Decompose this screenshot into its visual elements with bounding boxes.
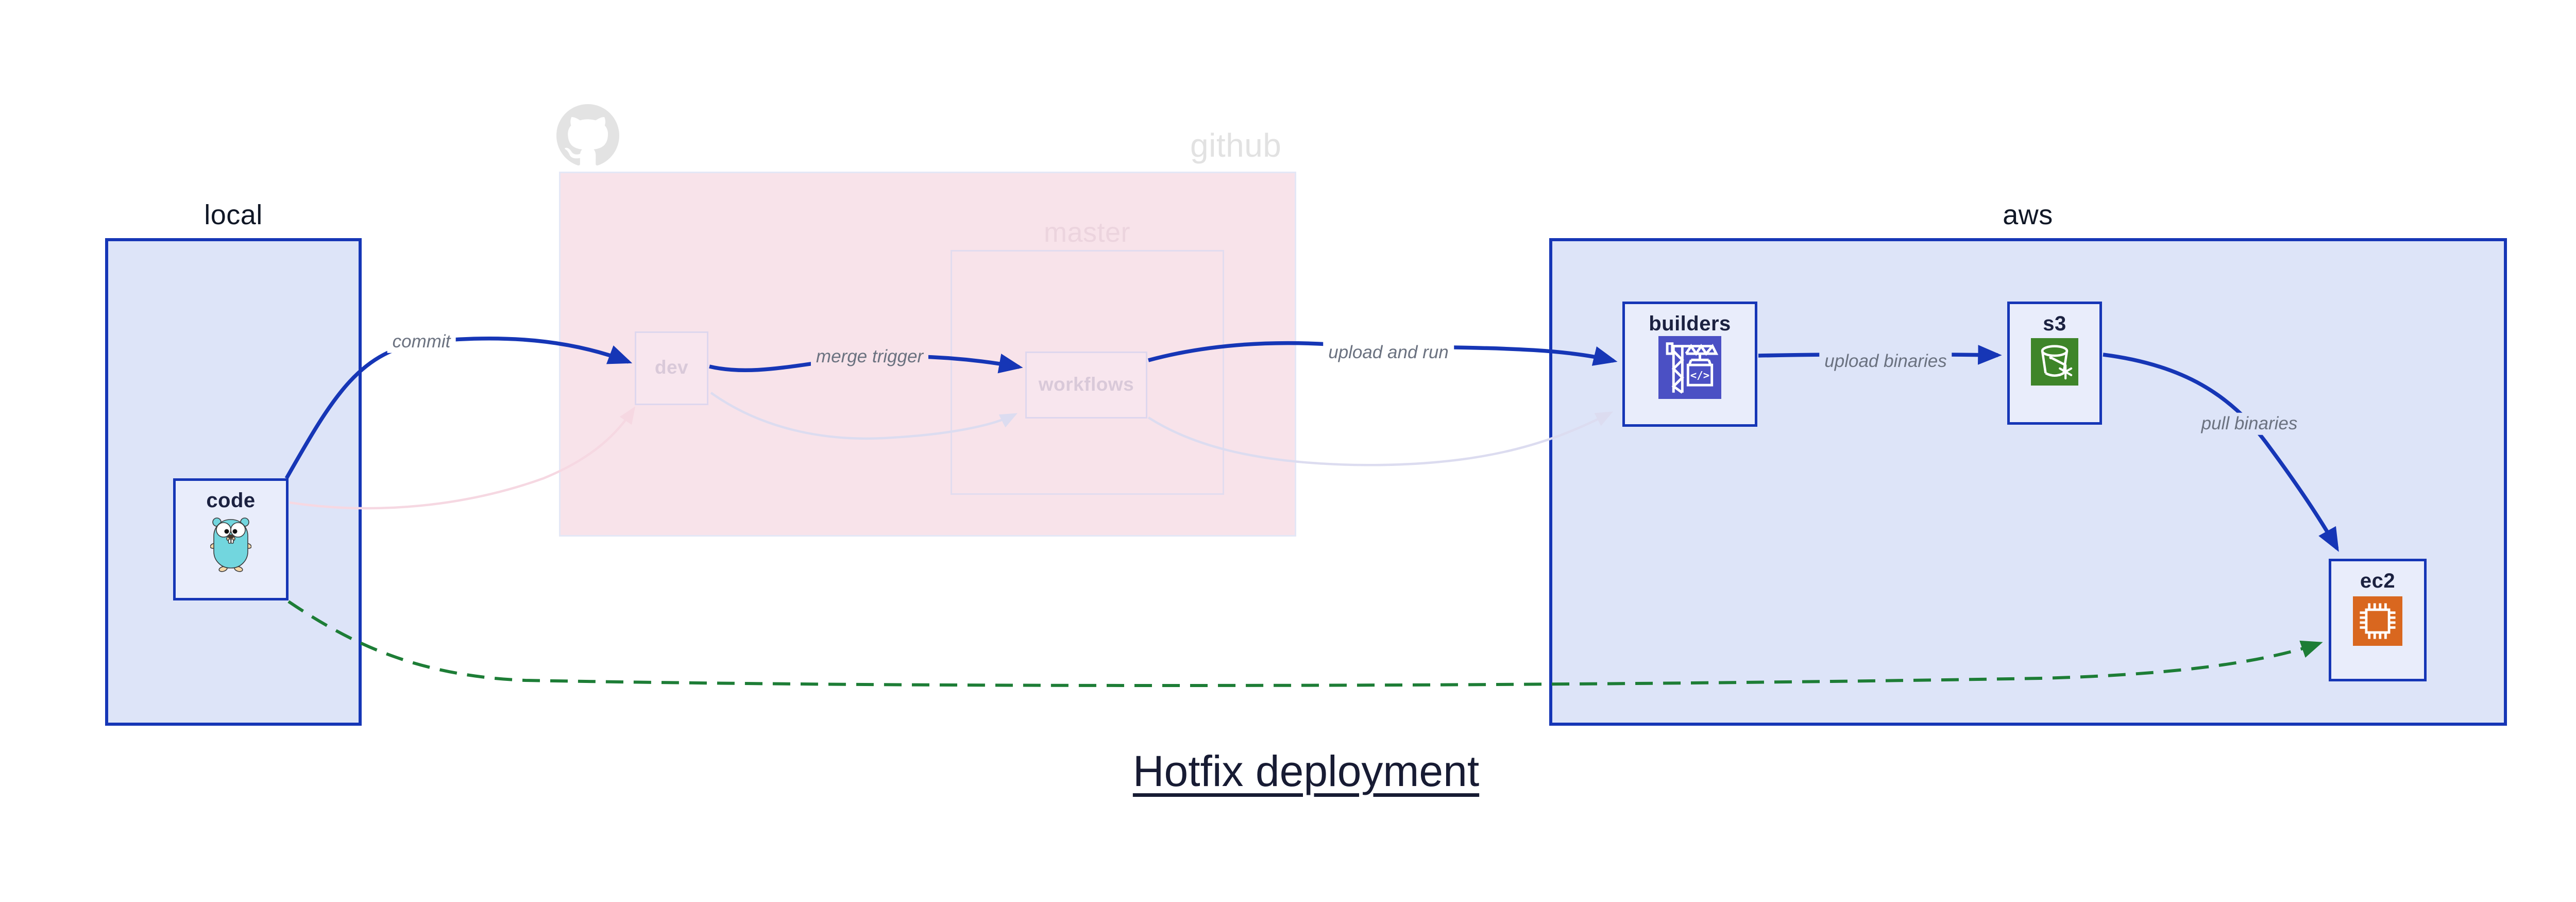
node-workflows-label: workflows	[1038, 374, 1134, 395]
s3-bucket-icon	[2030, 338, 2079, 388]
edge-label-upload-and-run: upload and run	[1323, 341, 1454, 364]
node-ec2-label: ec2	[2360, 570, 2396, 592]
edge-label-pull-binaries: pull binaries	[2196, 412, 2303, 435]
diagram-title: Hotfix deployment	[1132, 747, 1480, 795]
ec2-chip-icon	[2353, 596, 2402, 648]
node-ec2: ec2	[2329, 559, 2427, 681]
node-code: code	[173, 478, 289, 600]
codebuild-icon: </>	[1658, 336, 1721, 402]
node-code-label: code	[206, 489, 256, 512]
container-github-label: github	[1190, 127, 1282, 164]
container-master-label: master	[1043, 217, 1131, 248]
edge-label-merge-trigger: merge trigger	[810, 345, 929, 368]
node-workflows: workflows	[1025, 352, 1147, 419]
container-aws-label: aws	[2003, 199, 2053, 230]
node-builders-label: builders	[1649, 312, 1731, 335]
edge-label-commit: commit	[387, 330, 456, 353]
node-dev-label: dev	[654, 357, 689, 378]
github-logo-icon	[556, 104, 619, 170]
node-builders: builders </>	[1622, 302, 1757, 427]
container-local-label: local	[204, 199, 263, 230]
go-gopher-icon	[210, 515, 252, 575]
node-s3: s3	[2007, 302, 2102, 425]
node-s3-label: s3	[2043, 312, 2066, 335]
edge-label-upload-binaries: upload binaries	[1819, 350, 1952, 373]
node-dev: dev	[635, 331, 708, 405]
svg-text:</>: </>	[1690, 369, 1709, 381]
container-master	[951, 250, 1224, 495]
